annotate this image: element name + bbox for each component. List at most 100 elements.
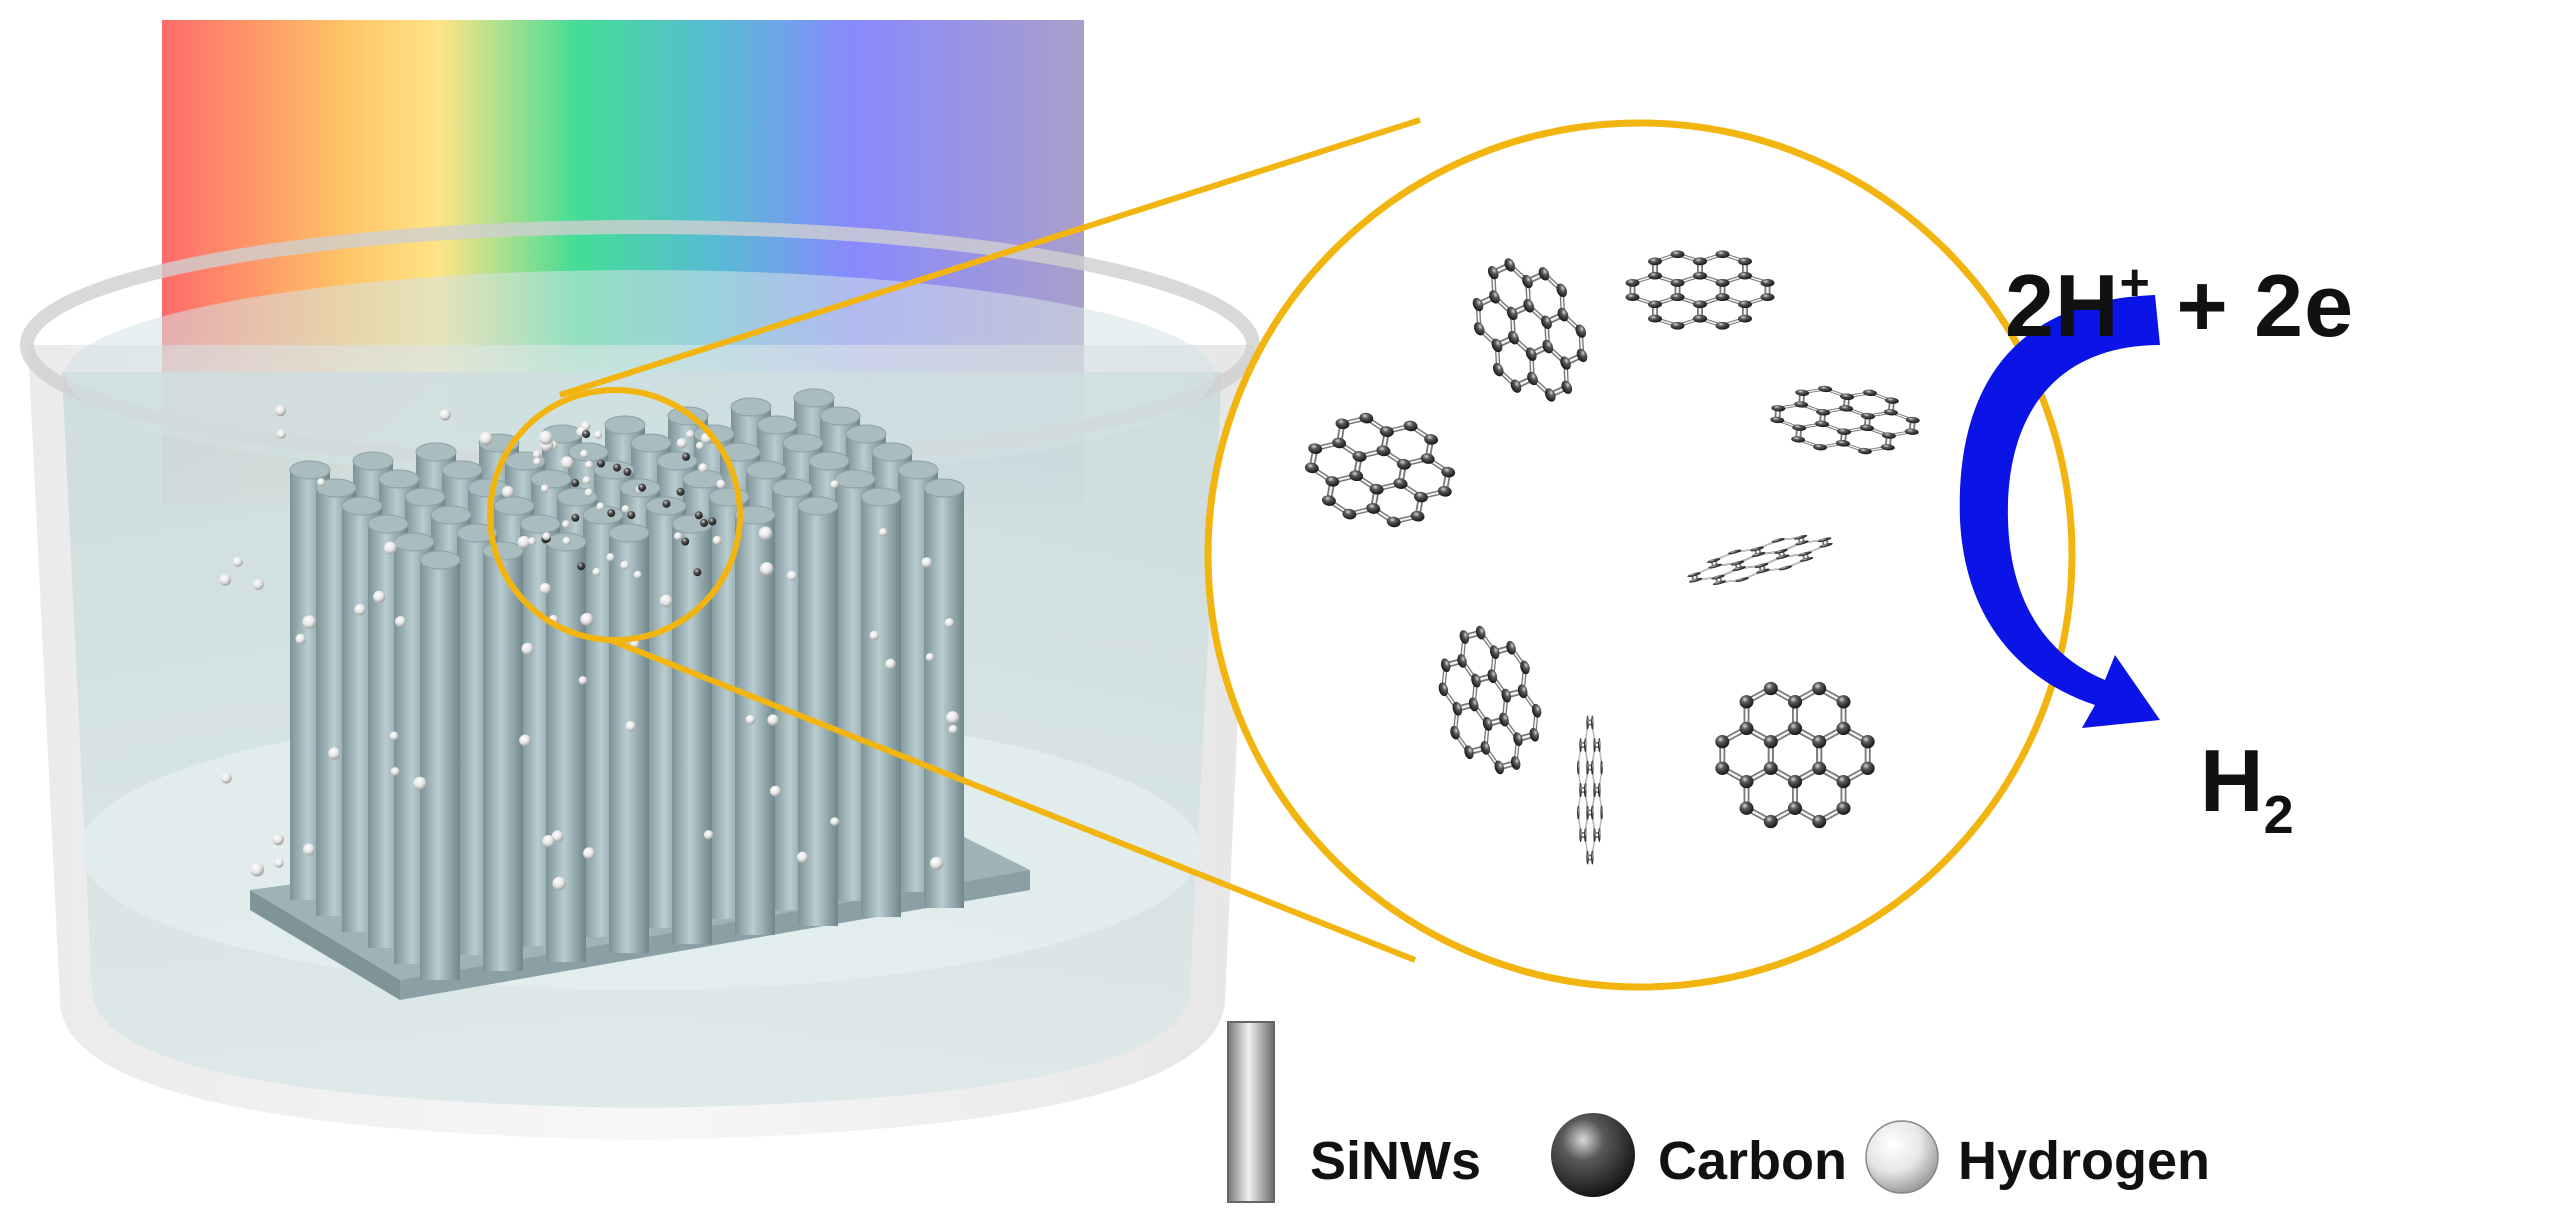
hydrogen-bubble	[620, 560, 630, 570]
surface-atom	[686, 430, 695, 439]
carbon-cluster	[1472, 258, 1588, 402]
nanowire-rod	[671, 514, 713, 944]
hydrogen-bubble	[220, 772, 232, 784]
surface-atom	[638, 483, 646, 492]
hydrogen-bubble	[232, 556, 243, 567]
surface-atom	[674, 532, 682, 541]
carbon-clusters	[528, 250, 1920, 865]
hydrogen-bubble	[921, 557, 933, 568]
hydrogen-bubble	[328, 747, 341, 760]
hydrogen-bubble	[295, 633, 306, 645]
hydrogen-bubble	[583, 847, 596, 860]
reactant-label: 2H+ + 2e	[2005, 254, 2355, 355]
hydrogen-bubble	[606, 553, 615, 562]
hydrogen-bubble	[745, 714, 756, 725]
legend-hydrogen-label: Hydrogen	[1958, 1131, 2211, 1191]
zoom-source-circle	[487, 117, 1421, 963]
carbon-cluster	[1625, 250, 1775, 330]
surface-atom	[562, 537, 571, 545]
hydrogen-bubble	[760, 562, 774, 576]
hydrogen-bubble	[578, 676, 588, 685]
surface-atom	[533, 450, 541, 459]
hydrogen-bubble	[276, 429, 286, 439]
surface-atom	[627, 511, 636, 520]
surface-atom	[585, 460, 593, 469]
hydrogen-bubble	[551, 830, 564, 842]
hydrogen-bubble	[786, 570, 798, 581]
nanowire-rod	[545, 532, 587, 962]
hydrogen-bubble	[303, 843, 315, 856]
legend-sinws-label: SiNWs	[1310, 1131, 1482, 1191]
hydrogen-bubble	[439, 409, 451, 421]
carbon-cluster	[1770, 385, 1920, 455]
hydrogen-bubble	[625, 721, 636, 732]
hydrogen-bubble	[384, 541, 397, 555]
hydrogen-bubble	[944, 618, 955, 628]
carbon-cluster	[1304, 412, 1456, 528]
surface-atom	[700, 518, 709, 527]
hydrogen-bubble	[948, 724, 958, 734]
surface-atom	[562, 520, 570, 529]
hydrogen-bubble	[219, 574, 231, 586]
hydrogen-bubble	[712, 535, 722, 545]
surface-atom	[596, 502, 605, 511]
hydrogen-bubble	[519, 734, 531, 747]
hydrogen-bubble	[758, 526, 773, 541]
surface-atom	[708, 517, 717, 526]
surface-atom	[597, 459, 605, 468]
carbon-cluster	[1715, 681, 1875, 829]
hydrogen-bubble	[830, 480, 839, 489]
hydrogen-bubble	[274, 858, 284, 868]
surface-atom	[662, 499, 671, 508]
product-label: H2	[2200, 731, 2294, 845]
hydrogen-bubble	[302, 615, 317, 629]
surface-atom	[533, 457, 542, 466]
hydrogen-bubble	[676, 438, 687, 449]
surface-atom	[621, 505, 630, 514]
surface-atom	[594, 430, 602, 439]
carbon-cluster	[1438, 625, 1542, 775]
hydrogen-bubble	[317, 478, 326, 487]
surface-atom	[584, 488, 593, 497]
hydrogen-bubble	[560, 456, 574, 469]
hydrogen-bubble	[716, 479, 726, 489]
surface-atom	[577, 562, 586, 571]
hydrogen-bubble	[501, 485, 514, 498]
carbon-legend-icon	[1551, 1113, 1635, 1197]
hydrogen-bubble	[879, 528, 888, 537]
hydrogen-bubble	[946, 711, 960, 725]
hydrogen-bubble	[869, 630, 879, 641]
hydrogen-bubble	[272, 833, 284, 846]
hydrogen-bubble	[538, 430, 553, 445]
surface-atom	[682, 452, 690, 461]
legend	[1227, 1021, 1939, 1203]
magnified-circle	[1204, 119, 2076, 991]
hydrogen-bubble	[659, 594, 673, 608]
hydrogen-bubble	[390, 767, 400, 776]
hydrogen-bubble	[395, 616, 406, 628]
hydrogen-bubble	[698, 463, 708, 473]
hydrogen-bubble	[274, 404, 287, 417]
nanowire-rod	[860, 487, 902, 917]
hydrogen-bubble	[521, 642, 534, 655]
hydrogen-bubble	[389, 731, 399, 741]
surface-atom	[580, 449, 589, 458]
hydrogen-bubble	[413, 776, 427, 790]
nanowire-rod	[608, 523, 650, 953]
nanowire-rod	[734, 505, 776, 935]
nanowire-rod	[482, 541, 524, 971]
surface-atom	[607, 509, 616, 517]
nanowire-array	[289, 388, 965, 980]
surface-atom	[540, 484, 549, 493]
surface-atom	[592, 567, 601, 576]
reaction-arrow	[1959, 295, 2160, 728]
hydrogen-bubble	[767, 714, 779, 726]
hydrogen-bubble	[797, 851, 809, 864]
hydrogen-bubble	[770, 785, 781, 797]
surface-atom	[696, 441, 704, 450]
carbon-cluster	[1577, 715, 1603, 865]
hydrogen-bubble	[542, 835, 555, 848]
surface-atom	[633, 570, 642, 579]
hydrogen-bubble	[885, 658, 896, 670]
